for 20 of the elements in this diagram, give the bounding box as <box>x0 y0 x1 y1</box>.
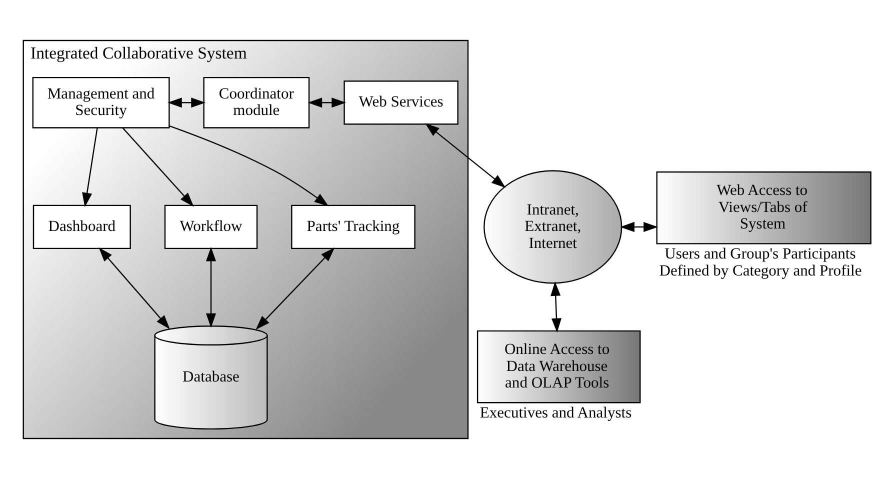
arrow <box>168 124 328 206</box>
node-box: Dashboard <box>32 204 130 249</box>
node-ellipse: Intranet, Extranet, Internet <box>483 170 622 284</box>
arrow <box>82 127 98 207</box>
node-box: Parts' Tracking <box>290 204 415 249</box>
node-box: Management and Security <box>32 76 170 128</box>
node-box: Coordinator module <box>202 76 310 128</box>
arrow <box>620 221 658 232</box>
arrow <box>550 281 562 332</box>
arrow <box>205 246 216 328</box>
node-box: Workflow <box>164 204 258 249</box>
node-box: Web Services <box>343 80 458 124</box>
arrow <box>167 97 205 108</box>
arrow <box>255 246 334 330</box>
node-label: Executives and Analysts <box>479 404 632 421</box>
arrow <box>122 127 194 206</box>
node-label: Users and Group's Participants Defined by Category and Profile <box>658 245 862 279</box>
arrow <box>424 122 506 188</box>
arrow <box>307 97 346 108</box>
arrow <box>98 246 170 329</box>
